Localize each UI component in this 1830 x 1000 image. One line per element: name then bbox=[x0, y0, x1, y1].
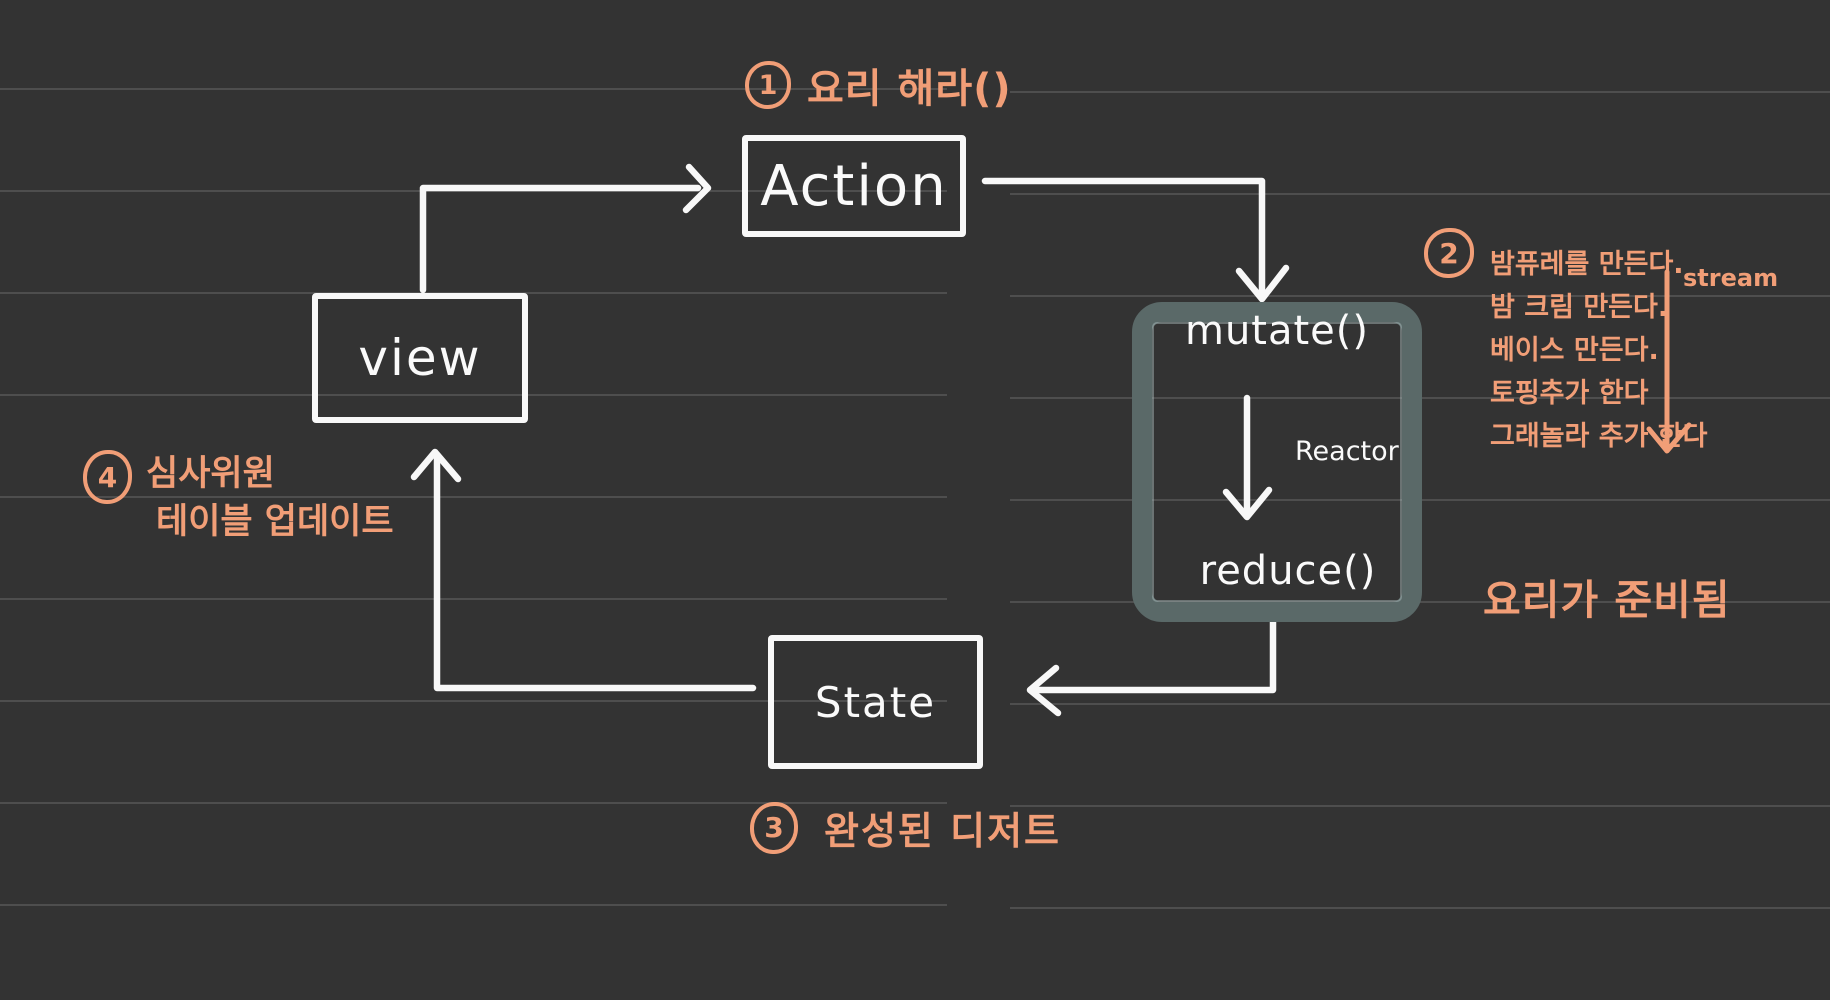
mutate-node-label: mutate() bbox=[1184, 308, 1369, 354]
step1-text: 요리 해라() bbox=[807, 66, 1012, 112]
arrowhead-left-icon bbox=[1026, 664, 1062, 717]
arrow-reduce-to-state bbox=[1032, 617, 1277, 694]
annotation-step3: 3 완성된 디저트 bbox=[750, 800, 1061, 855]
arrowhead-down-icon bbox=[1646, 422, 1692, 454]
step4-line1: 심사위원 bbox=[146, 454, 275, 494]
stream-label: stream bbox=[1683, 264, 1779, 292]
annotation-step1: 1 요리 해라() bbox=[745, 56, 1012, 114]
arrowhead-down-icon bbox=[1235, 264, 1290, 303]
step2-line: 베이스 만든다. bbox=[1490, 335, 1659, 366]
circled-number-4-icon: 4 bbox=[83, 450, 132, 504]
arrow-state-to-view bbox=[433, 454, 757, 692]
arrow-action-to-mutate bbox=[981, 177, 1266, 297]
step2-line: 토핑추가 한다 bbox=[1490, 378, 1649, 409]
circled-number-3-icon: 3 bbox=[750, 801, 798, 854]
annotation-ready: 요리가 준비됨 bbox=[1483, 576, 1731, 624]
state-node: State bbox=[768, 635, 983, 769]
step2-line: 밤 크림 만든다. bbox=[1490, 292, 1669, 323]
annotation-step2-list: 밤퓨레를 만든다. 밤 크림 만든다. 베이스 만든다. 토핑추가 한다 그래놀… bbox=[1490, 243, 1750, 458]
action-node-label: Action bbox=[760, 153, 948, 219]
action-node: Action bbox=[742, 135, 966, 237]
arrowhead-up-icon bbox=[410, 448, 462, 483]
state-node-label: State bbox=[814, 677, 937, 727]
reactor-arrow-label: Reactor bbox=[1295, 436, 1399, 467]
arrowhead-right-icon bbox=[682, 163, 712, 214]
annotation-step4: 4 심사위원 테이블 업데이트 bbox=[83, 450, 394, 546]
view-node-label: view bbox=[358, 329, 482, 387]
step2-line: 그래놀라 추가 한다 bbox=[1490, 421, 1708, 452]
circled-number-2-icon: 2 bbox=[1424, 228, 1474, 278]
view-node: view bbox=[312, 293, 528, 423]
reduce-node-label: reduce() bbox=[1199, 548, 1377, 594]
step3-text: 완성된 디저트 bbox=[824, 809, 1061, 853]
reactor-container bbox=[1132, 302, 1422, 622]
arrow-view-to-action bbox=[419, 184, 702, 294]
step4-line2: 테이블 업데이트 bbox=[156, 502, 394, 542]
circled-number-1-icon: 1 bbox=[745, 61, 791, 109]
arrowhead-down-icon bbox=[1222, 486, 1273, 521]
step4-text: 심사위원 테이블 업데이트 bbox=[146, 450, 394, 546]
step2-line: 밤퓨레를 만든다. bbox=[1490, 249, 1684, 280]
